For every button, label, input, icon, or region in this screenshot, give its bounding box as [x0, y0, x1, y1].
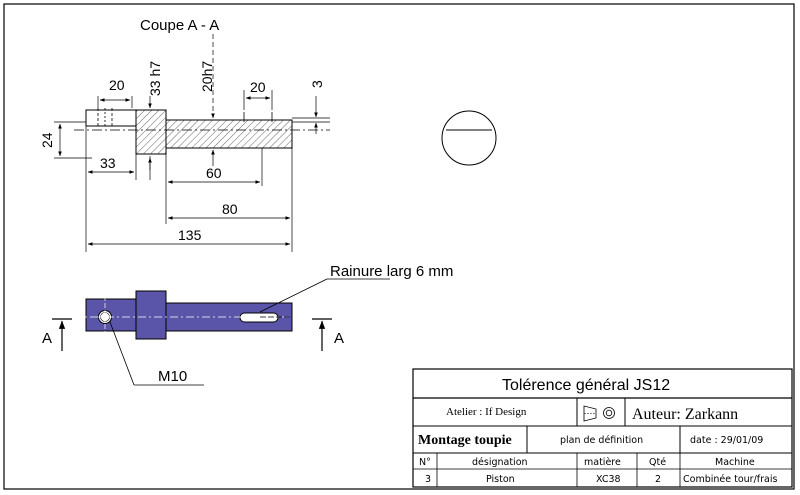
dim-135: 135 [178, 227, 202, 243]
atelier-text: Atelier : If Design [446, 406, 527, 418]
row-matiere: XC38 [596, 474, 621, 485]
projection-symbol-icon [583, 405, 615, 422]
header-num: N° [419, 457, 431, 468]
auteur-text: Auteur: Zarkann [632, 406, 738, 423]
dim-20h7: 20h7 [199, 61, 215, 92]
section-title: Coupe A - A [140, 17, 219, 34]
dim-33h7: 33 h7 [147, 61, 163, 96]
svg-text:A: A [42, 330, 52, 347]
row-machine: Combinée tour/frais [683, 474, 777, 485]
slot [239, 312, 279, 323]
dim-24: 24 [39, 132, 55, 148]
part-shoulder [135, 290, 167, 340]
drawing-title: Montage toupie [418, 433, 512, 448]
shoulder-hatched [135, 109, 167, 155]
m10-label: M10 [158, 368, 187, 385]
date-text: date : 29/01/09 [690, 435, 763, 446]
sheet-border [3, 3, 795, 490]
shaft-hatched [165, 119, 293, 149]
svg-text:A: A [334, 330, 344, 347]
dim-80: 80 [222, 201, 238, 217]
plan-text: plan de définition [560, 435, 643, 446]
rainure-label: Rainure larg 6 mm [330, 263, 453, 280]
header-qte: Qté [649, 457, 666, 468]
title-block: Tolérence général JS12 Atelier : If Desi… [412, 368, 793, 488]
dim-33: 33 [100, 155, 116, 171]
stub-left [85, 109, 137, 127]
callout-m10: M10 [109, 321, 204, 386]
dim-60: 60 [206, 165, 222, 181]
section-mark-left: A [42, 318, 72, 351]
dim-3: 3 [309, 80, 325, 88]
row-num: 3 [425, 474, 431, 485]
section-view: Coupe A - A 20 33 h7 20h7 20 [39, 17, 330, 252]
header-machine: Machine [715, 457, 755, 468]
dim-20-left: 20 [109, 77, 125, 93]
cross-section [441, 110, 497, 166]
header-matiere: matière [584, 457, 621, 468]
header-designation: désignation [472, 457, 528, 468]
row-qte: 2 [655, 474, 661, 485]
section-mark-right: A [312, 318, 344, 351]
row-designation: Piston [486, 474, 515, 485]
callout-rainure: Rainure larg 6 mm [259, 263, 453, 313]
dim-20-right: 20 [250, 79, 266, 95]
tolerance-text: Tolérence général JS12 [502, 377, 670, 394]
front-view [74, 290, 310, 354]
